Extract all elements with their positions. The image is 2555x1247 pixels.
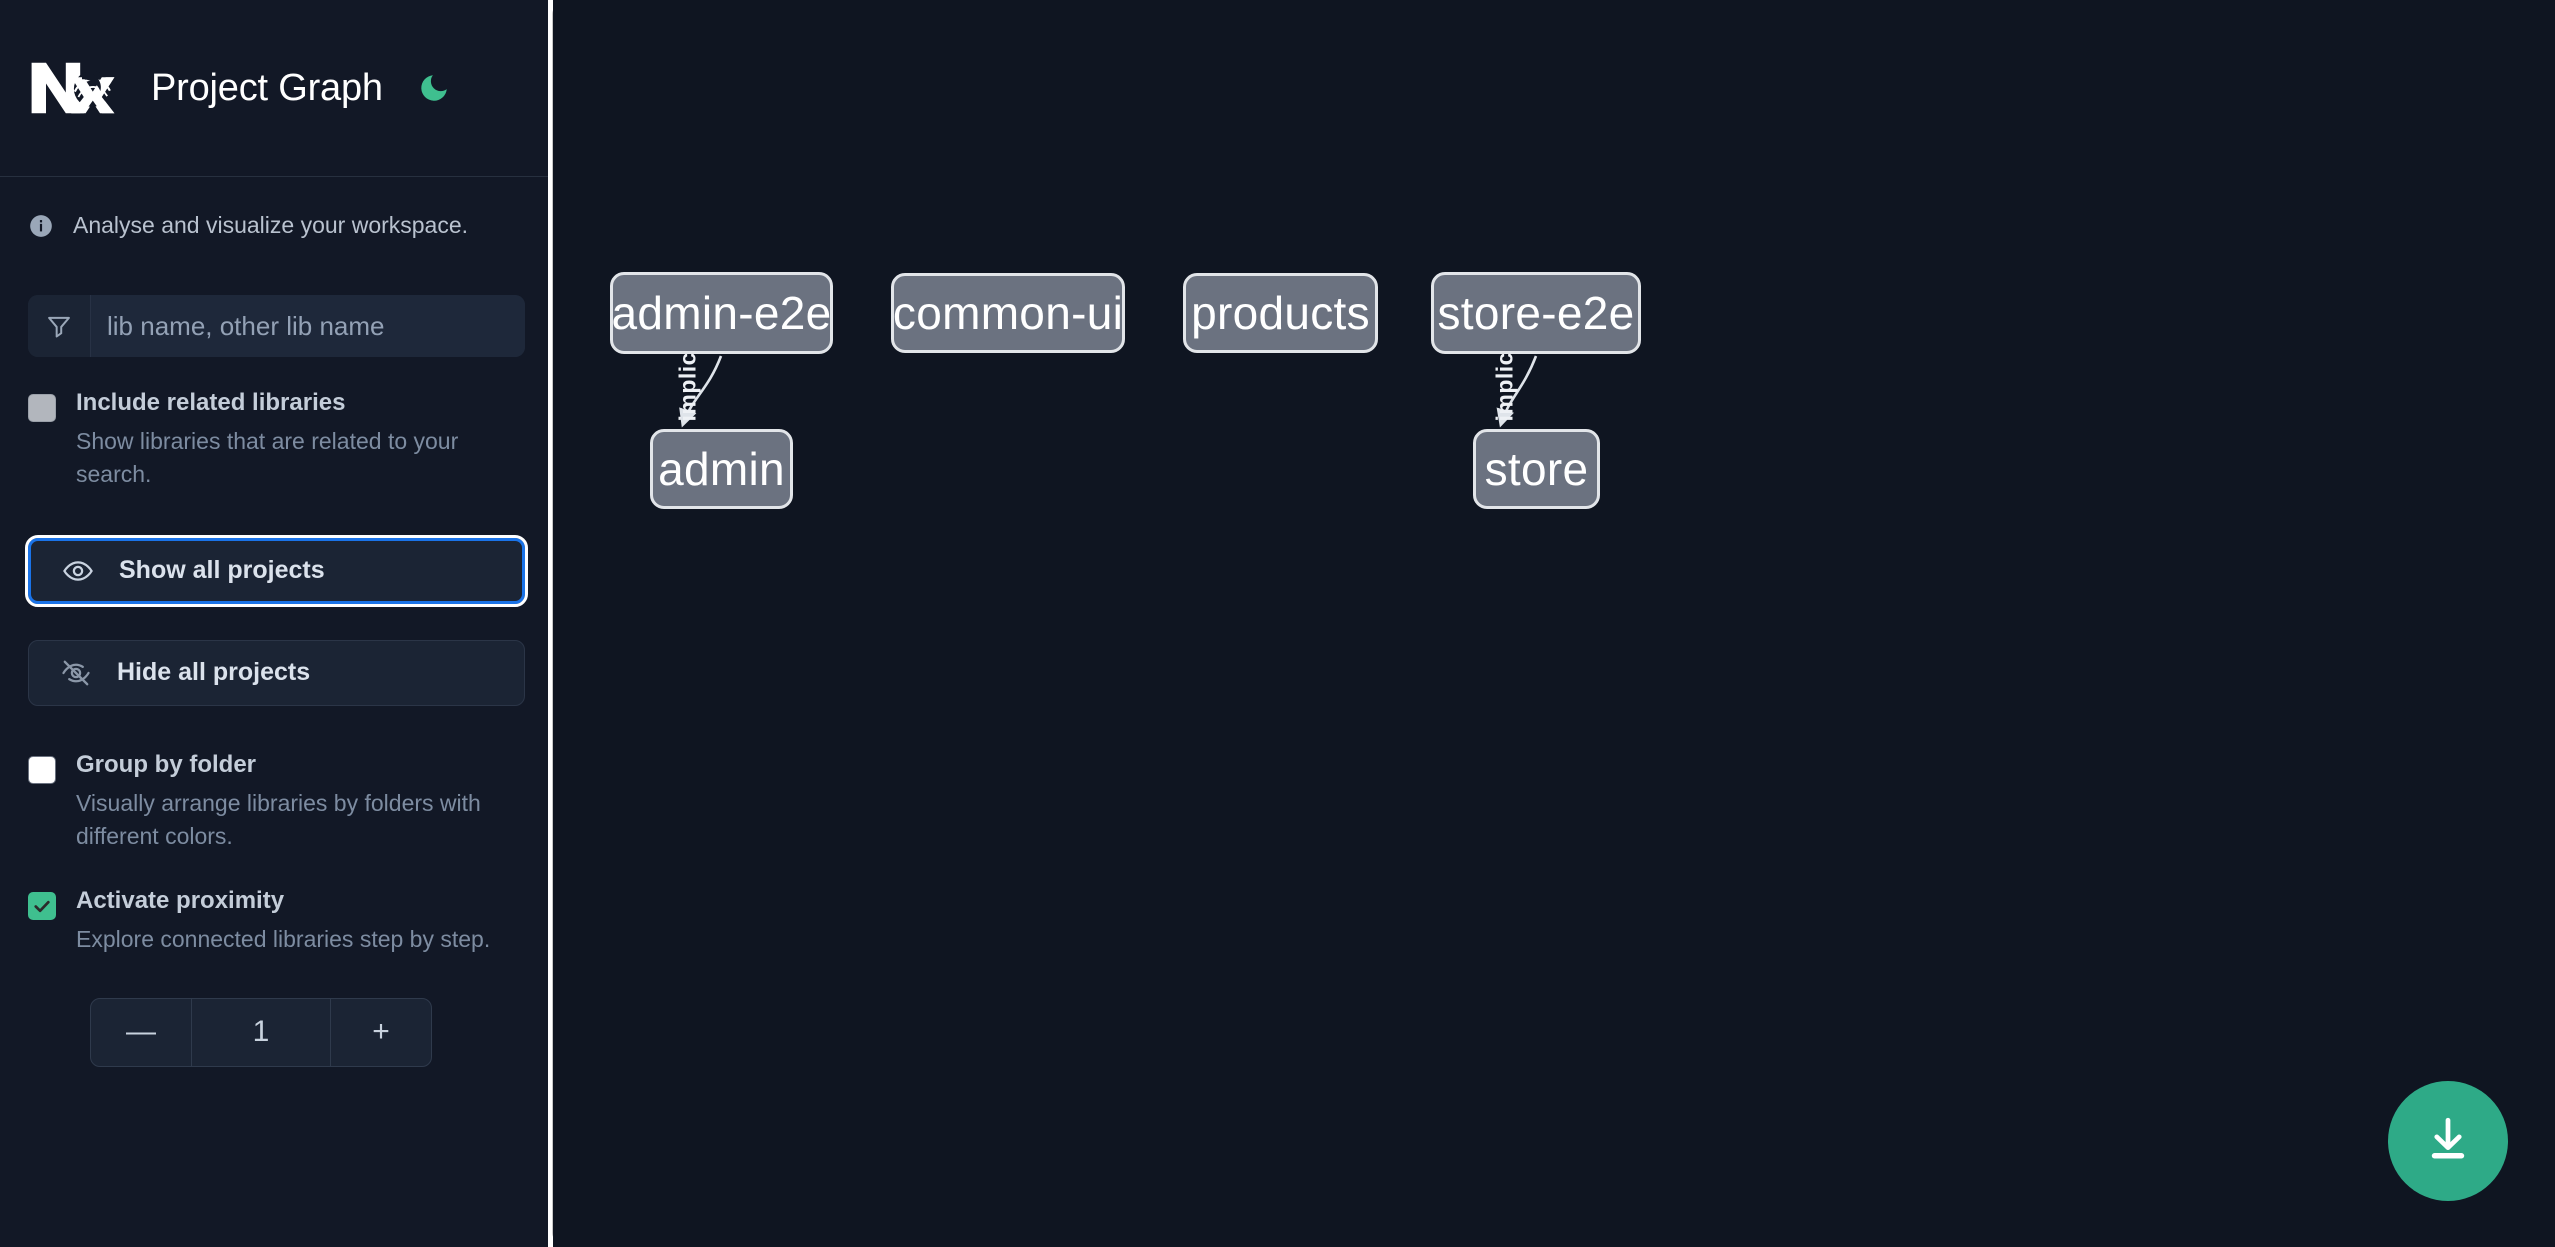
proximity-value: 1 [252,1015,270,1049]
show-all-projects-label: Show all projects [119,556,325,585]
hide-all-projects-button[interactable]: Hide all projects [28,639,525,706]
option-texts: Group by folder Visually arrange librari… [76,750,514,854]
sidebar-body: Analyse and visualize your workspace. In… [0,177,553,1067]
edge-label-store-implicit: implicit [1491,336,1518,422]
proximity-decrement-button[interactable]: — [91,998,192,1066]
eye-off-icon [59,656,93,690]
show-all-projects-button[interactable]: Show all projects [25,534,528,607]
option-title: Group by folder [76,750,256,778]
moon-icon[interactable] [413,67,455,109]
graph-node-store[interactable]: store [1473,429,1600,509]
workspace-info: Analyse and visualize your workspace. [0,177,553,239]
graph-node-admin[interactable]: admin [650,429,793,509]
page-title: Project Graph [151,66,383,109]
eye-icon [61,554,95,588]
include-related-libraries-checkbox[interactable] [28,394,56,422]
option-include-related-libraries[interactable]: Include related libraries Show libraries… [0,388,553,492]
workspace-info-text: Analyse and visualize your workspace. [73,212,469,238]
nx-logo-icon [28,57,118,119]
option-description: Explore connected libraries step by step… [76,926,491,953]
activate-proximity-checkbox[interactable] [28,892,56,921]
option-activate-proximity[interactable]: Activate proximity Explore connected lib… [0,886,553,956]
filter-icon [28,295,91,357]
graph-node-admin-e2e[interactable]: admin-e2e [610,272,833,354]
option-description: Visually arrange libraries by folders wi… [76,789,481,850]
graph-node-common-ui[interactable]: common-ui [891,273,1125,353]
option-title: Activate proximity [76,887,285,915]
download-button[interactable] [2388,1081,2508,1201]
hide-all-projects-label: Hide all projects [117,658,311,687]
option-title: Include related libraries [76,389,346,416]
graph-edges [679,355,1538,428]
download-icon [2421,1113,2475,1170]
search-field[interactable] [28,295,525,357]
sidebar-header: Project Graph [0,0,553,177]
proximity-increment-button[interactable]: + [330,998,431,1066]
graph-node-store-e2e[interactable]: store-e2e [1431,272,1641,354]
edge-label-admin-implicit: implicit [674,336,701,422]
sidebar-scrollbar[interactable] [548,0,553,1247]
sidebar-scrollbar-thumb[interactable] [552,6,553,1241]
search-input[interactable] [91,295,525,357]
graph-node-products[interactable]: products [1183,273,1378,353]
option-description: Show libraries that are related to your … [76,428,459,488]
info-icon [28,213,54,239]
graph-canvas[interactable]: implicit implicit admin-e2e common-ui pr… [553,0,2555,1247]
sidebar: Project Graph Analyse and visualize your… [0,0,553,1247]
proximity-stepper[interactable]: — 1 + [90,997,432,1067]
option-group-by-folder[interactable]: Group by folder Visually arrange librari… [0,750,553,854]
group-by-folder-checkbox[interactable] [28,755,56,784]
option-texts: Include related libraries Show libraries… [76,388,514,492]
option-texts: Activate proximity Explore connected lib… [76,886,490,956]
